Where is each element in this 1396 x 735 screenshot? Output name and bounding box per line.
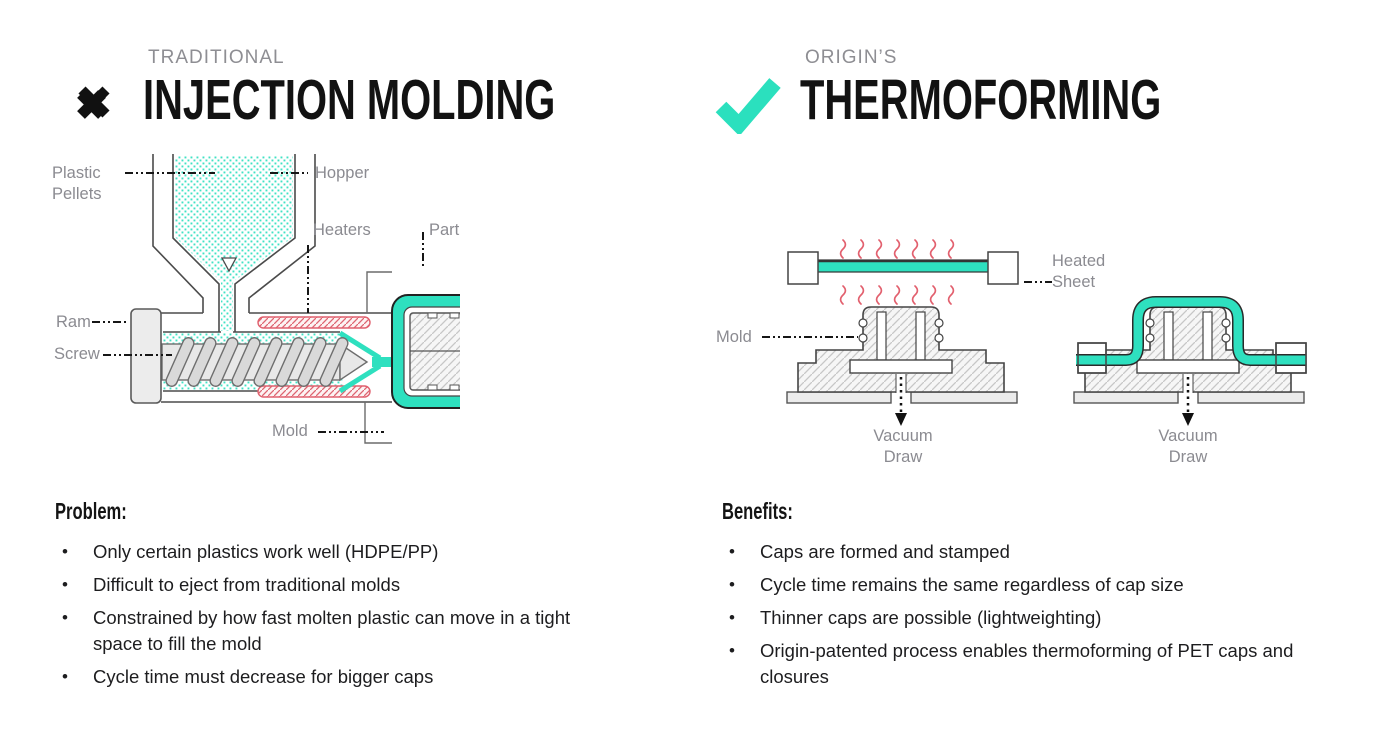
label-vacuum-draw-left: Vacuum Draw <box>873 427 933 466</box>
label-part: Part <box>429 221 460 239</box>
benefits-heading: Benefits: <box>722 498 793 524</box>
list-item: Cycle time remains the same regardless o… <box>722 572 1334 598</box>
thermoforming-diagram <box>762 239 1307 426</box>
thermoform-mold-right <box>1073 296 1307 404</box>
left-kicker: TRADITIONAL <box>148 47 285 68</box>
label-heated-sheet: Heated Sheet <box>1052 252 1106 291</box>
injection-molding-diagram <box>92 154 460 444</box>
x-icon <box>77 86 110 119</box>
label-plastic-pellets: Plastic Pellets <box>52 164 102 203</box>
right-kicker: ORIGIN’S <box>805 47 898 68</box>
list-item: Origin-patented process enables thermofo… <box>722 638 1334 690</box>
problem-list: Only certain plastics work well (HDPE/PP… <box>55 539 615 690</box>
mold-part-shape <box>391 294 460 409</box>
list-item: Caps are formed and stamped <box>722 539 1334 565</box>
check-icon <box>715 78 781 134</box>
problem-heading: Problem: <box>55 498 127 524</box>
label-mold-left: Mold <box>272 422 308 440</box>
benefits-list: Caps are formed and stamped Cycle time r… <box>722 539 1334 690</box>
label-heaters: Heaters <box>313 221 371 239</box>
label-hopper: Hopper <box>315 164 370 182</box>
leader-lines <box>92 172 424 433</box>
left-title: INJECTION MOLDING <box>143 68 556 132</box>
label-mold-right: Mold <box>716 328 752 346</box>
list-item: Only certain plastics work well (HDPE/PP… <box>55 539 615 565</box>
list-item: Cycle time must decrease for bigger caps <box>55 664 615 690</box>
label-ram: Ram <box>56 313 91 331</box>
screw-shape <box>161 335 369 389</box>
thermoform-mold-left <box>786 306 1018 404</box>
vacuum-arrow-right <box>1182 377 1194 426</box>
leader-lines <box>762 281 1052 338</box>
list-item: Constrained by how fast molten plastic c… <box>55 605 615 657</box>
melt-channel <box>338 330 398 394</box>
problem-section: Problem: Only certain plastics work well… <box>55 498 615 697</box>
right-title: THERMOFORMING <box>800 68 1162 132</box>
list-item: Thinner caps are possible (lightweightin… <box>722 605 1334 631</box>
vacuum-arrow-left <box>895 377 907 426</box>
hopper-shape <box>152 154 316 332</box>
label-screw: Screw <box>54 345 100 363</box>
label-vacuum-draw-right: Vacuum Draw <box>1158 427 1218 466</box>
heated-sheet-shape <box>787 251 1019 285</box>
list-item: Difficult to eject from traditional mold… <box>55 572 615 598</box>
benefits-section: Benefits: Caps are formed and stamped Cy… <box>722 498 1334 697</box>
